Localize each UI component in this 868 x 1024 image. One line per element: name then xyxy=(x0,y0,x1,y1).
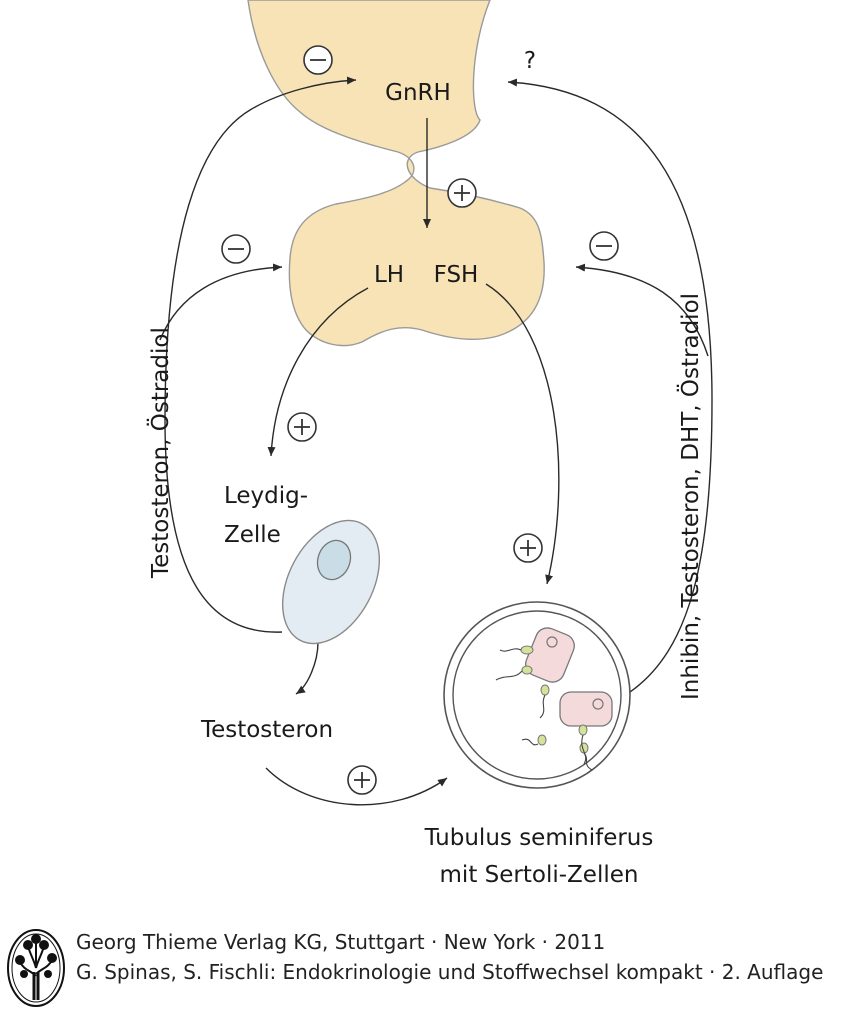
arrow-right-feedback-gnrh xyxy=(507,78,713,693)
tubulus-label-line2: mit Sertoli-Zellen xyxy=(440,862,639,888)
testosteron-label: Testosteron xyxy=(200,717,333,743)
tubulus-seminiferus xyxy=(443,601,631,789)
footer: Georg Thieme Verlag KG, Stuttgart · New … xyxy=(0,920,868,1024)
fsh-label: FSH xyxy=(434,262,479,288)
arrow-fsh-to-tubulus xyxy=(485,283,560,585)
sperm-tails xyxy=(495,648,593,771)
minus-sign-gnrh-left xyxy=(303,45,333,75)
plus-sign-testosteron xyxy=(347,765,377,795)
minus-sign-pituitary-left xyxy=(221,234,251,264)
leydig-label-line2: Zelle xyxy=(224,522,281,548)
lh-label: LH xyxy=(374,262,404,288)
minus-sign-pituitary-right xyxy=(589,231,619,261)
plus-sign-gnrh xyxy=(447,178,477,208)
footer-book-line: G. Spinas, S. Fischli: Endokrinologie un… xyxy=(76,960,824,984)
arrow-right-feedback-pituitary xyxy=(575,263,709,357)
tubulus-label-line1: Tubulus seminiferus xyxy=(424,825,654,851)
hypothalamus-pituitary-shape xyxy=(247,0,545,347)
arrow-lh-to-leydig xyxy=(267,287,369,457)
leydig-cell xyxy=(281,519,381,645)
footer-publisher-line: Georg Thieme Verlag KG, Stuttgart · New … xyxy=(76,930,606,954)
gnrh-label: GnRH xyxy=(385,80,451,106)
spermatozoa xyxy=(520,645,589,754)
arrow-leydig-to-testosteron xyxy=(295,641,319,695)
arrow-left-feedback-gnrh xyxy=(164,76,357,633)
plus-sign-lh xyxy=(287,412,317,442)
arrow-testosteron-to-tubulus xyxy=(265,767,448,806)
left-feedback-label: Testosteron, Östradiol xyxy=(146,327,174,579)
thieme-tree-logo xyxy=(7,929,65,1007)
leydig-label-line1: Leydig- xyxy=(224,483,308,509)
question-mark-label: ? xyxy=(524,48,536,74)
plus-sign-fsh xyxy=(513,533,543,563)
sertoli-cell-bottom xyxy=(559,691,613,727)
arrow-left-feedback-pituitary xyxy=(159,263,283,341)
right-feedback-label: Inhibin, Testosteron, DHT, Östradiol xyxy=(676,293,704,700)
